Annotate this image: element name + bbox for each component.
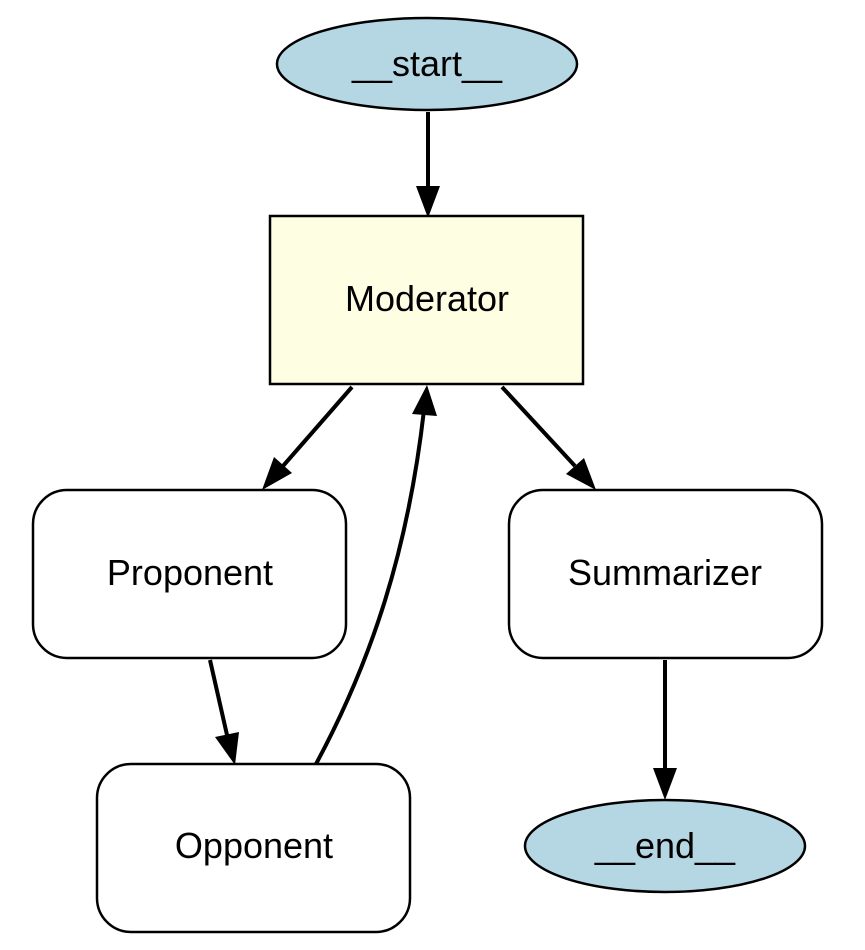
summarizer-node-label: Summarizer [568, 552, 762, 593]
end-node-label: __end__ [594, 825, 736, 866]
edge-moderator-to-proponent [262, 385, 354, 490]
node-end[interactable]: __end__ [523, 798, 807, 894]
arrowhead-icon [653, 768, 677, 800]
moderator-node-shape [268, 214, 585, 386]
node-proponent[interactable]: Proponent [31, 488, 348, 660]
edges [208, 112, 677, 800]
edge-opponent-to-moderator [314, 385, 437, 765]
node-moderator[interactable]: Moderator [268, 214, 585, 386]
node-summarizer[interactable]: Summarizer [507, 488, 824, 660]
opponent-node-shape [95, 762, 412, 934]
summarizer-node-shape [507, 488, 824, 660]
node-start[interactable]: __start__ [275, 16, 579, 112]
edge-summarizer-to-end [653, 660, 677, 800]
proponent-node-shape [31, 488, 348, 660]
edge-moderator-to-summarizer [500, 385, 596, 490]
arrowhead-icon [412, 385, 437, 416]
opponent-node-label: Opponent [175, 825, 333, 866]
node-opponent[interactable]: Opponent [95, 762, 412, 934]
edge-proponent-to-opponent [208, 659, 239, 765]
proponent-node-label: Proponent [107, 552, 273, 593]
end-node-shape [523, 798, 807, 894]
arrowhead-icon [262, 457, 292, 490]
start-node-shape [275, 16, 579, 112]
arrowhead-icon [566, 458, 596, 490]
arrowhead-icon [416, 186, 440, 218]
start-node-label: __start__ [351, 43, 503, 84]
moderator-node-label: Moderator [345, 278, 509, 319]
edge-start-to-moderator [416, 112, 440, 218]
arrowhead-icon [215, 732, 239, 765]
